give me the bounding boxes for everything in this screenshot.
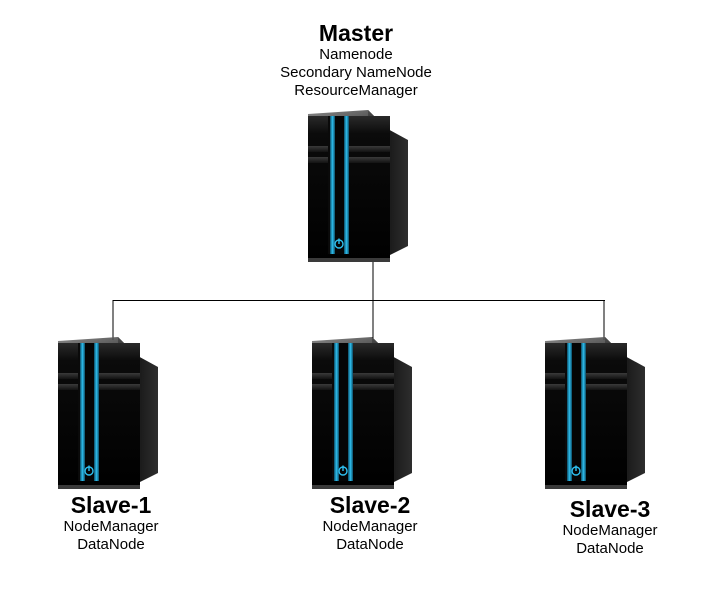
service-item: NodeManager (63, 518, 159, 535)
server-tower-icon (545, 337, 645, 489)
master-services-list: Namenode Secondary NameNode ResourceMana… (246, 46, 466, 100)
slave-2-services-list: NodeManager DataNode (260, 518, 480, 554)
service-item: NodeManager (562, 522, 658, 539)
service-item: DataNode (576, 540, 644, 557)
slave-1-services-list: NodeManager DataNode (1, 518, 221, 554)
slave-1-node-label: Slave-1 NodeManager DataNode (1, 492, 221, 554)
slave-3-node-label: Slave-3 NodeManager DataNode (500, 496, 712, 558)
master-title: Master (318, 20, 394, 46)
service-item: DataNode (336, 536, 404, 553)
service-item: DataNode (77, 536, 145, 553)
slave-1-title: Slave-1 (70, 492, 152, 518)
service-item: NodeManager (322, 518, 418, 535)
master-node-label: Master Namenode Secondary NameNode Resou… (246, 20, 466, 100)
slave-2-node-label: Slave-2 NodeManager DataNode (260, 492, 480, 554)
slave-3-services-list: NodeManager DataNode (500, 522, 712, 558)
service-item: ResourceManager (294, 82, 418, 99)
service-item: Secondary NameNode (280, 64, 432, 81)
slave-2-title: Slave-2 (329, 492, 411, 518)
server-tower-icon (312, 337, 412, 489)
service-item: Namenode (319, 46, 393, 63)
slave-3-title: Slave-3 (569, 496, 651, 522)
server-tower-icon (308, 110, 408, 262)
server-tower-icon (58, 337, 158, 489)
